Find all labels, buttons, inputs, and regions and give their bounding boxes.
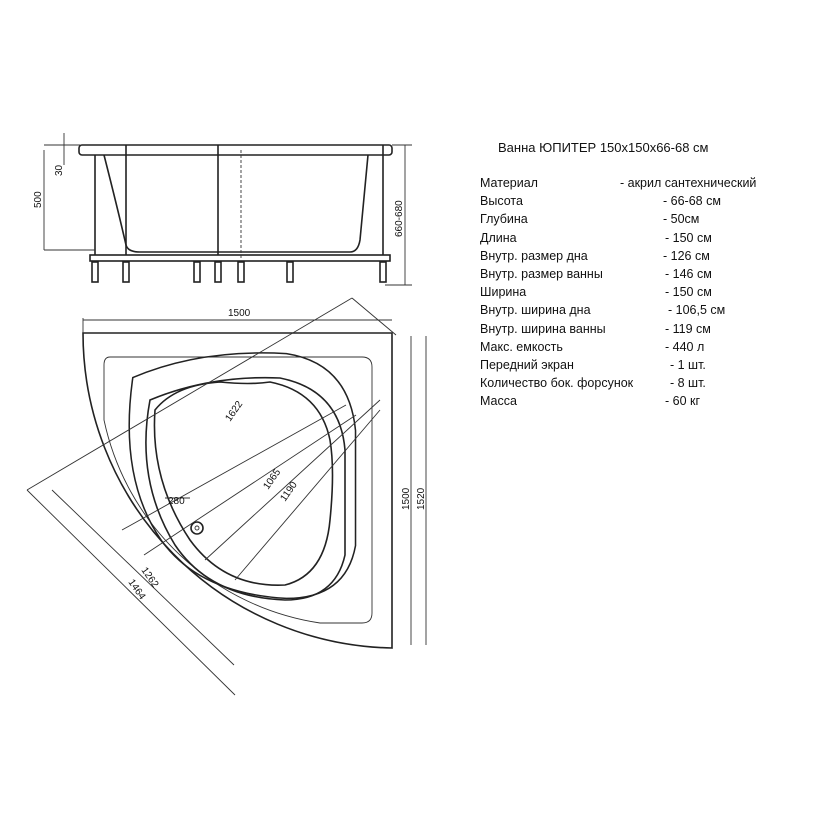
dim-right-1500: 1500: [401, 487, 412, 510]
spec-value: - 66-68 см: [663, 194, 721, 209]
spec-value: - 50см: [663, 212, 700, 227]
spec-label: Количество бок. форсунок: [480, 376, 634, 391]
spec-value: - 119 см: [665, 321, 711, 336]
spec-value: - 126 см: [663, 248, 710, 263]
spec-row: Количество бок. форсунок - 8 шт.: [480, 374, 706, 392]
spec-row: Внутр. ширина ванны - 119 см: [480, 320, 711, 338]
dim-1065: 1065: [261, 467, 283, 492]
spec-label: Макс. емкость: [480, 339, 563, 354]
spec-value: - 106,5 см: [668, 303, 726, 318]
spec-row: Масса - 60 кг: [480, 392, 700, 410]
dim-right-1520: 1520: [416, 487, 427, 510]
spec-label: Внутр. ширина дна: [480, 303, 591, 318]
spec-value: - акрил сантехнический: [620, 176, 757, 190]
spec-row: Материал - акрил сантехнический: [480, 174, 756, 192]
dim-rim: 30: [54, 164, 65, 176]
side-view: 500 30 660-680: [33, 133, 412, 286]
dimension-lines: [26, 297, 427, 696]
spec-label: Материал: [480, 176, 538, 190]
spec-row: Высота - 66-68 см: [480, 192, 721, 210]
support-legs: [91, 261, 387, 283]
spec-label: Глубина: [480, 212, 528, 227]
spec-row: Передний экран - 1 шт.: [480, 356, 706, 374]
spec-value: - 146 см: [665, 266, 712, 281]
spec-value: - 150 см: [665, 285, 712, 300]
spec-value: - 150 см: [665, 230, 712, 245]
spec-label: Внутр. размер ванны: [480, 266, 603, 281]
spec-row: Внутр. ширина дна - 106,5 см: [480, 301, 725, 319]
spec-row: Глубина - 50см: [480, 210, 699, 228]
spec-value: - 60 кг: [665, 394, 701, 409]
spec-list: Материал - акрил сантехнический Высота - 6…: [480, 174, 756, 410]
spec-value: - 8 шт.: [670, 376, 706, 391]
spec-value: - 1 шт.: [670, 357, 706, 372]
dim-height: 660-680: [394, 200, 405, 237]
spec-row: Макс. емкость - 440 л: [480, 338, 704, 356]
spec-label: Внутр. ширина ванны: [480, 321, 606, 336]
dim-drain-280: 280: [168, 496, 185, 507]
spec-label: Высота: [480, 194, 523, 209]
spec-label: Длина: [480, 230, 517, 245]
dim-width: 1500: [228, 308, 251, 319]
plan-view: 1500 1500 1520 1622 1065 1190 280 1262 1…: [26, 297, 427, 696]
spec-row: Ширина - 150 см: [480, 283, 712, 301]
spec-label: Масса: [480, 394, 517, 409]
dim-1190: 1190: [278, 479, 300, 503]
product-title: Ванна ЮПИТЕР 150x150x66-68 см: [498, 140, 709, 155]
spec-row: Длина - 150 см: [480, 229, 712, 247]
spec-row: Внутр. размер дна - 126 см: [480, 247, 710, 265]
spec-label: Внутр. размер дна: [480, 248, 588, 263]
dim-diagonal: 1622: [223, 399, 245, 424]
spec-row: Внутр. размер ванны - 146 см: [480, 265, 712, 283]
spec-label: Передний экран: [480, 357, 574, 372]
spec-value: - 440 л: [665, 339, 705, 354]
dim-depth: 500: [33, 191, 44, 208]
spec-label: Ширина: [480, 285, 527, 300]
